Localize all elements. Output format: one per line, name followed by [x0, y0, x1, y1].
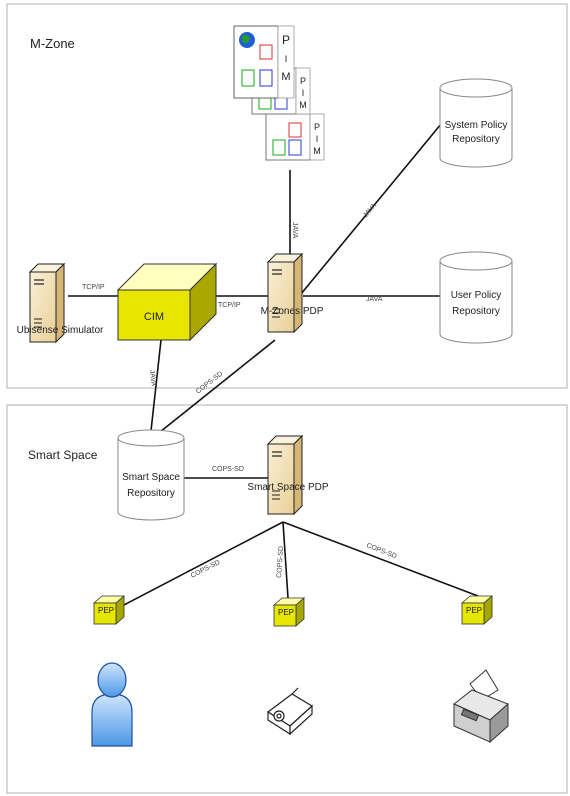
connection-lines [68, 117, 479, 607]
svg-text:M: M [281, 71, 290, 83]
cim-box: CIM [116, 262, 218, 342]
link-sspdp-pep2 [282, 521, 289, 599]
edge-label-ssrepo-sspdp: COPS-SD [212, 466, 244, 473]
pim-card-1: P I M [233, 25, 295, 99]
m-zones-pdp-server-icon [267, 253, 303, 333]
m-zones-pdp-label: M-Zones PDP [261, 306, 324, 317]
svg-text:Repository: Repository [452, 306, 500, 317]
pep-box-1: PEP [93, 595, 125, 625]
svg-text:Repository: Repository [127, 488, 175, 499]
link-sspdp-pep1 [121, 521, 284, 607]
ubisense-label: Ubisense Simulator [17, 325, 104, 336]
pep-box-3: PEP [461, 595, 493, 625]
projector-icon [266, 687, 314, 736]
svg-text:PEP: PEP [278, 608, 294, 617]
pim-card-3: P I M [265, 113, 325, 161]
edge-label-sspdp-pep2: COPS-SD [276, 546, 285, 578]
edge-label-user-repo: JAVA [366, 296, 383, 303]
smart-space-label: Smart Space [28, 448, 98, 462]
svg-text:PEP: PEP [466, 606, 482, 615]
svg-text:P: P [300, 76, 306, 86]
link-pdp-system-repo [295, 117, 447, 301]
user-icon [91, 662, 133, 747]
m-zone-label: M-Zone [30, 36, 75, 51]
svg-text:PEP: PEP [98, 606, 114, 615]
svg-text:Smart Space: Smart Space [122, 472, 180, 483]
pep-box-2: PEP [273, 597, 305, 627]
svg-text:M: M [299, 100, 307, 110]
svg-text:System Policy: System Policy [445, 120, 508, 131]
edge-label-ubisense-cim: TCP/IP [82, 284, 105, 291]
pim-card-2: P I M [251, 67, 311, 115]
svg-text:CIM: CIM [144, 311, 164, 323]
system-policy-repository: System Policy Repository [439, 78, 513, 168]
printer-icon [453, 669, 509, 744]
pim-stack: P I M P I M P I M [233, 25, 325, 161]
edge-label-cim-pdp: TCP/IP [218, 302, 241, 309]
svg-text:I: I [316, 134, 319, 144]
smart-space-pdp-server-icon [267, 435, 303, 515]
edge-label-pim-pdp: JAVA [291, 222, 298, 239]
svg-text:P: P [282, 33, 290, 47]
smart-space-pdp-label: Smart Space PDP [247, 482, 328, 493]
svg-text:M: M [313, 146, 321, 156]
svg-text:User Policy: User Policy [451, 290, 502, 301]
svg-text:P: P [314, 122, 320, 132]
svg-text:I: I [285, 54, 288, 64]
svg-text:I: I [302, 88, 305, 98]
svg-text:Repository: Repository [452, 134, 500, 145]
link-pdp-ssrepo [149, 339, 276, 441]
user-policy-repository: User Policy Repository [439, 251, 513, 344]
link-cim-ssrepo [149, 339, 162, 441]
link-sspdp-pep3 [282, 521, 479, 597]
smart-space-repository: Smart Space Repository [117, 429, 185, 521]
edge-label-cim-ssrepo: JAVA [148, 369, 157, 386]
